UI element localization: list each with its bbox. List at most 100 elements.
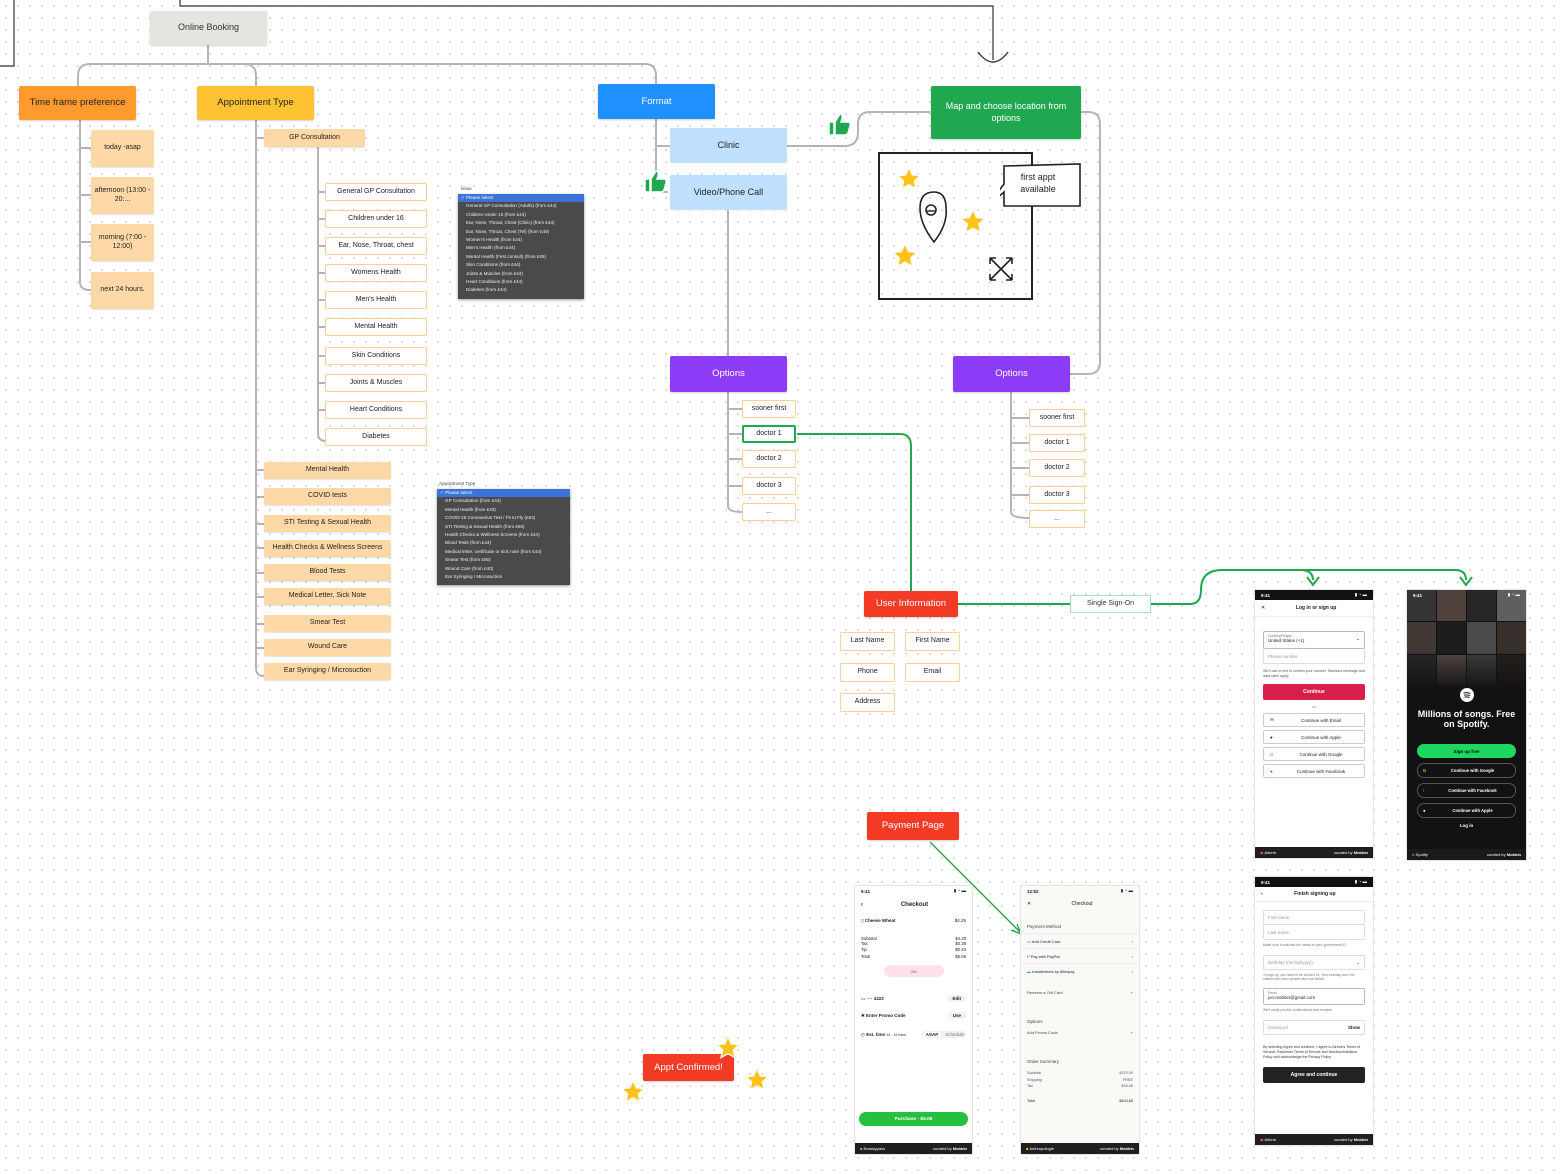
- single-sign-on-node[interactable]: Single Sign-On: [1070, 595, 1151, 613]
- options-header[interactable]: Options: [670, 356, 787, 392]
- dropdown-option[interactable]: Health Checks & Wellness Screens (from £…: [445, 531, 540, 537]
- appointment-type-option[interactable]: Smear Test: [264, 615, 391, 632]
- spotify-login-link[interactable]: Log in: [1459, 823, 1474, 828]
- plus-icon[interactable]: +: [1130, 990, 1133, 995]
- option-more[interactable]: ...: [1029, 510, 1085, 528]
- gp-sub-option[interactable]: Joints & Muscles: [325, 374, 427, 392]
- dropdown-option[interactable]: GP Consultation (from £44): [445, 498, 501, 504]
- dropdown-option[interactable]: Mental Health (First consult) (from £49): [466, 253, 546, 259]
- appointment-type-option[interactable]: Mental Health: [264, 462, 391, 479]
- dropdown-option[interactable]: Ear Syringing / Microsuction: [445, 573, 503, 579]
- phone-input[interactable]: Phone number: [1263, 649, 1365, 664]
- dropdown-option[interactable]: Smear Test (from £65): [445, 557, 491, 563]
- first-name-field[interactable]: First Name: [905, 632, 960, 651]
- dropdown-option[interactable]: Heart Conditions (from £44): [466, 278, 523, 284]
- option-doctor-1-selected[interactable]: doctor 1: [742, 425, 796, 443]
- option-sooner-first[interactable]: sooner first: [1029, 409, 1085, 427]
- appointment-type-option[interactable]: Medical Letter, Sick Note: [264, 588, 391, 605]
- appointment-type-option[interactable]: STI Testing & Sexual Health: [264, 515, 391, 532]
- payment-method-row[interactable]: ▬ Installments by Afterpay›: [1021, 963, 1139, 978]
- option-doctor-2[interactable]: doctor 2: [742, 450, 796, 468]
- spotify-continue-button[interactable]: ●Continue with Apple: [1417, 803, 1516, 818]
- payment-page-header[interactable]: Payment Page: [867, 812, 959, 840]
- last-name-field[interactable]: Last Name: [840, 632, 895, 651]
- gp-sub-option[interactable]: Ear, Nose, Throat, chest: [325, 237, 427, 255]
- dropdown-option[interactable]: Joints & Muscles (from £44): [466, 270, 523, 276]
- first-name-input[interactable]: First name: [1263, 910, 1365, 925]
- gift-toggle[interactable]: Gift: [883, 965, 944, 978]
- payment-method-row[interactable]: P Pay with PayPal›: [1021, 948, 1139, 963]
- address-field[interactable]: Address: [840, 693, 895, 712]
- dropdown-option[interactable]: Men's Health (from £44): [466, 245, 516, 251]
- email-field[interactable]: Email: [905, 663, 960, 682]
- continue-facebook-button[interactable]: ●Continue with Facebook: [1263, 764, 1365, 779]
- dropdown-option[interactable]: Ear, Nose, Throat, Chest (Clinic) (from …: [466, 220, 555, 226]
- sign-up-free-button[interactable]: Sign up free: [1417, 744, 1516, 758]
- continue-email-button[interactable]: ✉Continue with Email: [1263, 713, 1365, 728]
- option-doctor-3[interactable]: doctor 3: [1029, 486, 1085, 504]
- birthday-input[interactable]: Birthday (mm/dd/yyyy)⌄: [1263, 955, 1365, 970]
- option-doctor-1[interactable]: doctor 1: [1029, 434, 1085, 452]
- dropdown-option[interactable]: Children Under 16 (from £44): [466, 211, 526, 217]
- dropdown-option[interactable]: Women's Health (from £44): [466, 236, 522, 242]
- back-chevron-icon[interactable]: ‹: [861, 902, 863, 908]
- appointment-type-option[interactable]: Blood Tests: [264, 564, 391, 581]
- dropdown-option[interactable]: ✓ Please select: [458, 194, 584, 203]
- options-header[interactable]: Options: [953, 356, 1070, 392]
- gp-sub-option[interactable]: Men's Health: [325, 291, 427, 309]
- gp-sub-option[interactable]: Mental Health: [325, 318, 427, 336]
- purchase-button[interactable]: Purchase · $5.06: [859, 1112, 968, 1126]
- clinic-node[interactable]: Clinic: [670, 128, 787, 163]
- appt-confirmed-node[interactable]: Appt Confirmed!: [643, 1054, 734, 1081]
- gp-sub-option[interactable]: General GP Consultation: [325, 183, 427, 201]
- close-icon[interactable]: ✕: [1261, 605, 1266, 611]
- gp-sub-option[interactable]: Heart Conditions: [325, 401, 427, 419]
- redeem-gift-card[interactable]: Redeem a Gift Card: [1027, 990, 1063, 995]
- appointment-type-option[interactable]: COVID tests: [264, 488, 391, 505]
- use-promo-button[interactable]: Use: [947, 1012, 966, 1020]
- dropdown-option[interactable]: Wound Care (from £40): [445, 565, 494, 571]
- dropdown-option[interactable]: General GP Consultation (Adults) (from £…: [466, 203, 557, 209]
- dropdown-option[interactable]: Medical letter, certificate or sick note…: [445, 548, 542, 554]
- time-option[interactable]: today -asap: [91, 130, 154, 167]
- plus-icon[interactable]: +: [1130, 1030, 1133, 1035]
- time-option[interactable]: morning (7:00 - 12:00): [91, 224, 154, 261]
- appointment-type-header[interactable]: Appointment Type: [197, 86, 314, 120]
- dropdown-option[interactable]: COVID-19 Coronavirus Test / Fit to Fly (…: [445, 515, 536, 521]
- appointment-type-option[interactable]: Wound Care: [264, 639, 391, 656]
- online-booking-node[interactable]: Online Booking: [150, 11, 267, 45]
- close-icon[interactable]: ✕: [1027, 901, 1032, 907]
- appointment-type-option[interactable]: Health Checks & Wellness Screens: [264, 540, 391, 557]
- format-header[interactable]: Format: [598, 84, 715, 119]
- add-promo-code[interactable]: Add Promo Code: [1027, 1030, 1058, 1035]
- edit-card-button[interactable]: Edit: [947, 995, 966, 1003]
- gp-sub-option[interactable]: Children under 16: [325, 210, 427, 228]
- user-information-header[interactable]: User Information: [864, 591, 958, 617]
- last-name-input[interactable]: Last name: [1263, 925, 1365, 940]
- time-option[interactable]: afternoon (13:00 - 20:...: [91, 177, 154, 214]
- asap-option[interactable]: ASAP: [922, 1032, 942, 1038]
- continue-apple-button[interactable]: ●Continue with Apple: [1263, 730, 1365, 745]
- option-sooner-first[interactable]: sooner first: [742, 400, 796, 418]
- gp-sub-option[interactable]: Skin Conditions: [325, 347, 427, 365]
- dropdown-option[interactable]: Diabetes (from £44): [466, 287, 507, 293]
- dropdown-option[interactable]: Skin Conditions (from £44): [466, 262, 521, 268]
- option-doctor-3[interactable]: doctor 3: [742, 477, 796, 495]
- dropdown-option[interactable]: Blood Tests (from £44): [445, 540, 492, 546]
- option-doctor-2[interactable]: doctor 2: [1029, 459, 1085, 477]
- dropdown-option[interactable]: Mental Health (from £49): [445, 506, 496, 512]
- payment-method-row[interactable]: ▭ Add Credit Card›: [1021, 933, 1139, 948]
- dropdown-option[interactable]: STI Testing & Sexual Health (from £65): [445, 523, 525, 529]
- continue-button[interactable]: Continue: [1263, 684, 1365, 701]
- gp-sub-option[interactable]: Womens Health: [325, 264, 427, 282]
- option-more[interactable]: ...: [742, 503, 796, 521]
- email-input[interactable]: Email jon.mobbin@gmail.com: [1263, 987, 1365, 1005]
- country-select[interactable]: Country/Region United States (+1) ⌄: [1263, 631, 1365, 649]
- back-chevron-icon[interactable]: ‹: [1261, 891, 1263, 897]
